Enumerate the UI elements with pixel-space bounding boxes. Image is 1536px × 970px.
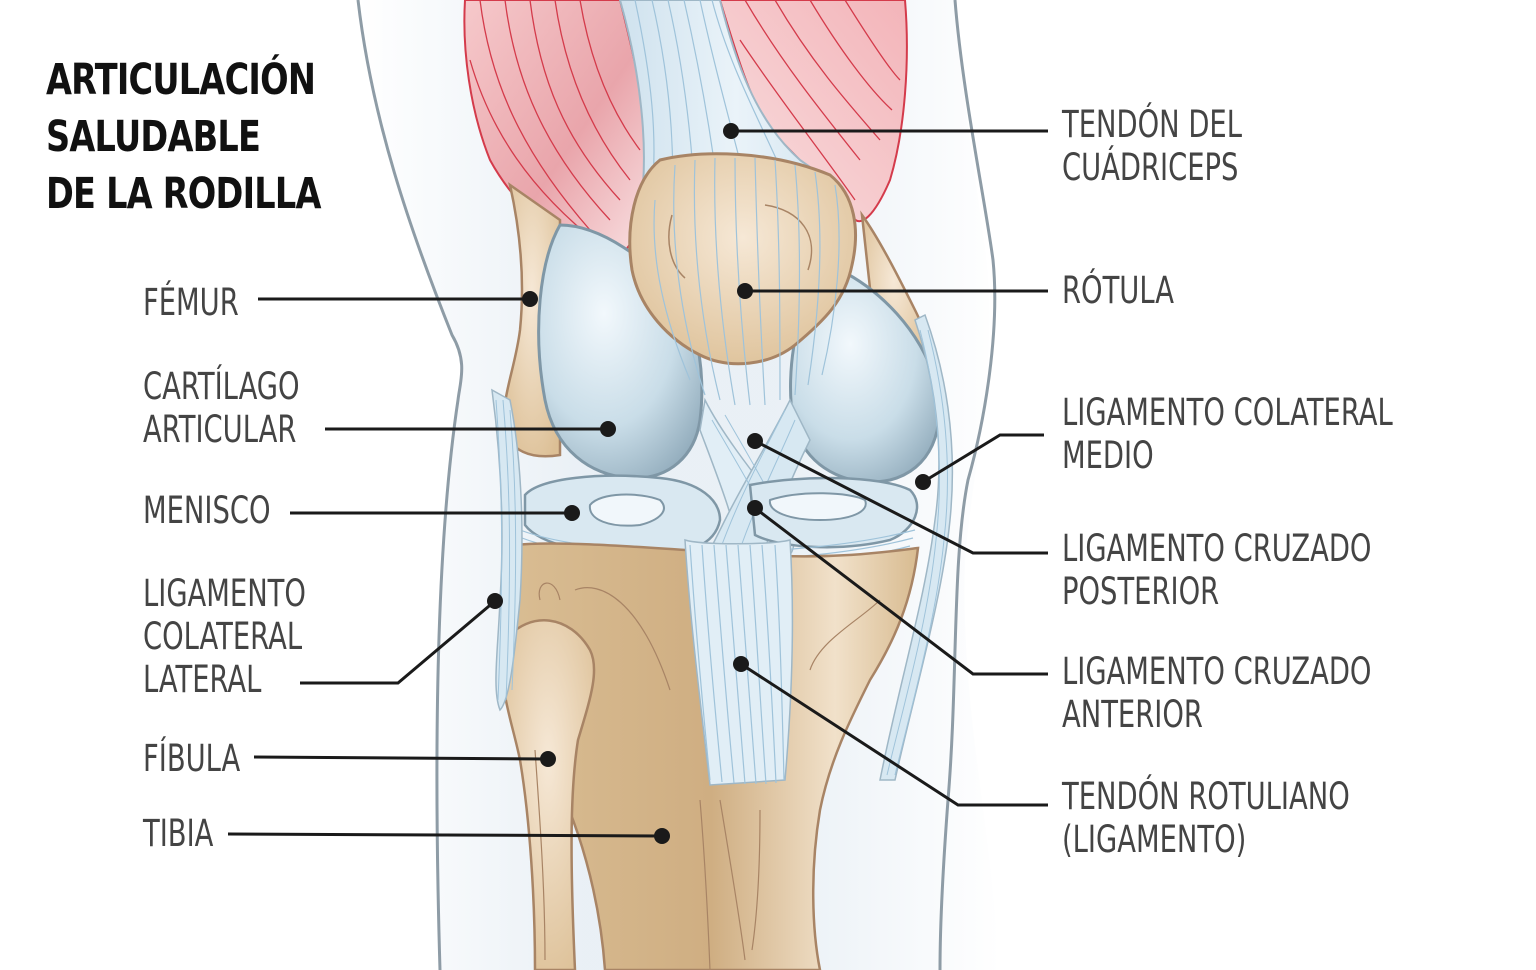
label-fibula: FÍBULA [143,737,240,780]
lateral-collateral-ligament [491,388,523,712]
pointer-dot-ligamento-cruzado-posterior [747,433,763,449]
diagram-title: ARTICULACIÓN SALUDABLE DE LA RODILLA [46,52,321,223]
title-line-1: ARTICULACIÓN [46,55,316,105]
label-text: TIBIA [143,812,214,855]
label-tendon-rotuliano: TENDÓN ROTULIANO (LIGAMENTO) [1062,775,1350,861]
label-text: LIGAMENTO CRUZADO [1062,527,1372,570]
label-text: TENDÓN DEL [1062,103,1242,146]
label-text: FÉMUR [143,281,239,324]
leader-line-ligamento-cruzado-anterior [754,506,1048,676]
pointer-dot-tibia [654,828,670,844]
pointer-dot-femur [522,291,538,307]
label-text: MEDIO [1062,434,1154,477]
label-rotula: RÓTULA [1062,269,1174,312]
label-ligamento-colateral-medio: LIGAMENTO COLATERAL MEDIO [1062,391,1393,477]
label-text: CARTÍLAGO [143,365,300,408]
pointer-dot-ligamento-colateral-medio [915,474,931,490]
pointer-dot-menisco [564,505,580,521]
pointer-dot-fibula [540,751,556,767]
leader-line-tendon-rotuliano [740,662,1048,807]
label-text: LIGAMENTO CRUZADO [1062,650,1372,693]
label-text: CUÁDRICEPS [1062,146,1239,189]
label-text: LIGAMENTO COLATERAL [1062,391,1393,434]
leader-line-tibia [227,832,663,838]
medial-collateral-ligament [879,313,954,781]
label-text: COLATERAL [143,615,303,658]
label-menisco: MENISCO [143,489,271,532]
label-text: LIGAMENTO [143,572,306,615]
label-text: MENISCO [143,489,271,532]
pointer-dot-ligamento-cruzado-anterior [747,500,763,516]
fibula-bone [500,619,596,970]
label-text: RÓTULA [1062,269,1174,312]
patella-bone [628,152,858,406]
label-text: LATERAL [143,658,262,701]
label-text: POSTERIOR [1062,570,1220,613]
leader-line-ligamento-cruzado-posterior [754,439,1048,555]
label-femur: FÉMUR [143,281,239,324]
pointer-dot-ligamento-colateral-lateral [487,593,503,609]
pointer-dot-tendon-cuadriceps [723,123,739,139]
label-text: (LIGAMENTO) [1062,818,1247,861]
pointer-dot-rotula [737,283,753,299]
label-ligamento-colateral-lateral: LIGAMENTO COLATERAL LATERAL [143,572,306,701]
label-text: TENDÓN ROTULIANO [1062,775,1350,818]
pointer-dot-cartilago-articular [600,421,616,437]
label-text: FÍBULA [143,737,241,780]
label-text: ANTERIOR [1062,693,1203,736]
title-line-3: DE LA RODILLA [46,169,321,219]
pointer-dot-tendon-rotuliano [733,656,749,672]
leader-line-fibula [253,755,549,761]
leader-line-ligamento-colateral-lateral [300,599,496,685]
title-line-2: SALUDABLE [46,112,261,162]
label-ligamento-cruzado-anterior: LIGAMENTO CRUZADO ANTERIOR [1062,650,1371,736]
label-tibia: TIBIA [143,812,213,855]
label-cartilago-articular: CARTÍLAGO ARTICULAR [143,365,300,451]
label-ligamento-cruzado-posterior: LIGAMENTO CRUZADO POSTERIOR [1062,527,1371,613]
label-text: ARTICULAR [143,408,297,451]
leader-line-ligamento-colateral-medio [922,433,1044,484]
menisci [519,474,919,570]
label-tendon-cuadriceps: TENDÓN DEL CUÁDRICEPS [1062,103,1242,189]
